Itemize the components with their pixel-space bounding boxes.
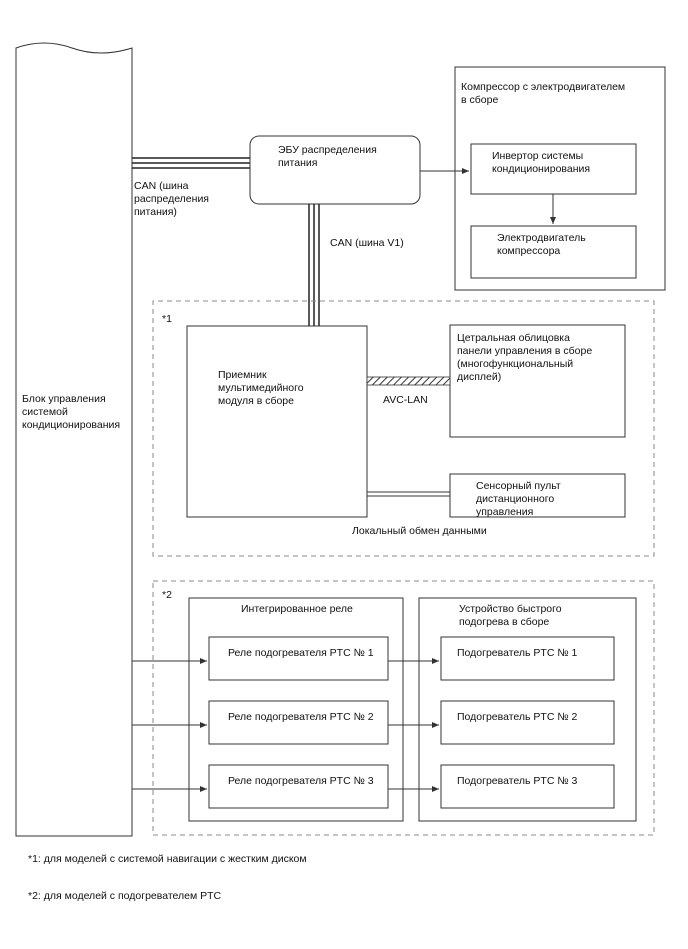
group-1-frame — [152, 300, 655, 557]
touchpad-block — [449, 473, 626, 518]
relay-2-block — [208, 700, 389, 745]
relay-1-block — [208, 636, 389, 681]
can-v1-bus — [308, 204, 320, 326]
multimedia-block — [186, 325, 368, 518]
integrated-relay-label: Интегрированное реле — [241, 603, 353, 615]
heater-1-block — [440, 636, 615, 681]
local-bus-label: Локальный обмен данными — [352, 525, 487, 537]
heater-3-block — [440, 764, 615, 809]
center-panel-block — [449, 324, 626, 438]
heater-2-block — [440, 700, 615, 745]
relay-3-label: Реле подогревателя PTC № 3 — [228, 775, 374, 787]
avc-lan-label: AVC-LAN — [383, 394, 428, 406]
heater-1-label: Подогреватель PTC № 1 — [457, 647, 577, 659]
relay-1-label: Реле подогревателя PTC № 1 — [228, 647, 374, 659]
group-2-tag: *2 — [162, 589, 172, 601]
footnote-2: *2: для моделей с подогревателем PTC — [28, 890, 222, 902]
footnote-1: *1: для моделей с системой навигации с ж… — [28, 853, 307, 865]
relay-2-label: Реле подогревателя PTC № 2 — [228, 711, 374, 723]
can-v1-label: CAN (шина V1) — [330, 237, 404, 249]
can-power-bus — [132, 157, 250, 169]
power-ecu-block — [249, 135, 421, 205]
local-bus — [367, 491, 450, 497]
relay-3-block — [208, 764, 389, 809]
group-1-tag: *1 — [162, 313, 172, 325]
avc-lan-bus — [366, 376, 451, 386]
ac-ecu-block — [15, 42, 133, 837]
heater-2-label: Подогреватель PTC № 2 — [457, 711, 577, 723]
heater-3-label: Подогреватель PTC № 3 — [457, 775, 577, 787]
motor-block — [470, 225, 637, 279]
